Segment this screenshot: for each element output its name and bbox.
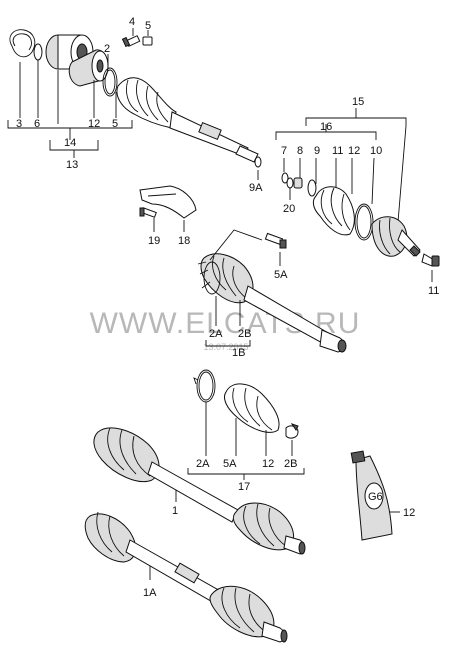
boot-part-11 [312, 186, 355, 236]
label-7: 7 [281, 145, 287, 157]
plug-part-5A [264, 232, 287, 249]
circlip-part-7 [281, 172, 289, 184]
clamp-part-2 [102, 67, 118, 97]
outer-joint-right [371, 216, 421, 257]
grease-tube-label: G6 [368, 491, 383, 503]
label-2A: 2A [196, 458, 210, 470]
label-13: 13 [66, 159, 78, 171]
bolt-part-20 [286, 177, 294, 189]
label-5-top: 5 [145, 20, 151, 32]
label-15: 15 [352, 96, 364, 108]
label-3: 3 [16, 118, 22, 130]
label-1: 1 [172, 505, 178, 517]
label-5A-mid: 5A [274, 269, 288, 281]
bracket-16 [275, 131, 377, 140]
clamp-part-10 [354, 203, 374, 241]
plug-part-5 [142, 36, 153, 46]
label-17: 17 [238, 481, 250, 493]
washer-part-9A [254, 156, 262, 168]
label-16: 16 [320, 121, 332, 133]
watermark-date: 13.07.2015 [203, 342, 248, 352]
heat-shield-part-18 [139, 185, 197, 219]
drive-shaft-1 [93, 427, 306, 555]
bracket-1B [205, 340, 251, 347]
label-4: 4 [129, 16, 135, 28]
label-8: 8 [297, 145, 303, 157]
label-1A: 1A [143, 587, 157, 599]
label-12-kit: 12 [262, 458, 274, 470]
drive-shaft-1B [197, 253, 347, 353]
label-12-grease: 12 [403, 507, 415, 519]
label-11: 11 [428, 285, 439, 297]
bracket-17 [187, 468, 305, 475]
label-2A-mid: 2A [209, 328, 223, 340]
label-1B: 1B [232, 347, 245, 359]
label-2B-mid: 2B [238, 328, 251, 340]
label-12-right: 12 [348, 145, 360, 157]
clamp-part-2A [193, 369, 216, 403]
spacer-part-8 [293, 177, 303, 189]
label-12-top: 12 [88, 118, 100, 130]
label-14: 14 [64, 137, 76, 149]
bolt-part-19 [139, 207, 157, 218]
label-9: 9 [314, 145, 320, 157]
joint-housing-part [68, 49, 109, 87]
upper-boot-and-shaft [116, 77, 259, 163]
boot-part-5A [224, 383, 280, 433]
circlip-part-3 [9, 29, 36, 58]
bolt-part-4 [121, 35, 141, 48]
label-6: 6 [34, 118, 40, 130]
label-5-bracket: 5 [112, 118, 118, 130]
grease-tube-part-12 [350, 450, 393, 541]
label-5A: 5A [223, 458, 237, 470]
label-18: 18 [178, 235, 190, 247]
drive-shaft-1A [84, 511, 288, 643]
dished-washer-part-9 [307, 179, 317, 197]
label-10: 10 [370, 145, 382, 157]
clamp-part-2B [285, 423, 299, 439]
label-11-right: 11 [332, 145, 343, 157]
label-19: 19 [148, 235, 160, 247]
washer-part-6 [33, 43, 43, 61]
label-9A: 9A [249, 182, 263, 194]
clamp-part-2A-mid [203, 261, 221, 295]
label-2-top: 2 [104, 43, 110, 55]
label-2B: 2B [284, 458, 297, 470]
bolt-part-11 [421, 253, 440, 267]
label-20: 20 [283, 203, 295, 215]
